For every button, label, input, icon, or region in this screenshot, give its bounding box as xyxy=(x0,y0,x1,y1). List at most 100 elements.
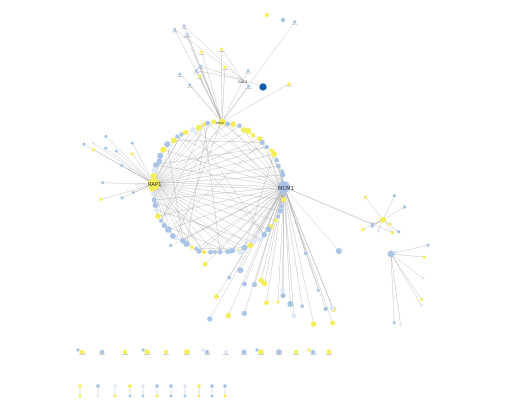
lower-node[interactable] xyxy=(228,249,233,254)
right-node[interactable] xyxy=(388,222,392,226)
component-node[interactable] xyxy=(183,384,187,388)
dark-node[interactable] xyxy=(259,83,267,91)
left-node[interactable] xyxy=(134,182,138,186)
component-node[interactable] xyxy=(128,394,132,398)
lower-node[interactable] xyxy=(276,300,280,304)
right-node[interactable] xyxy=(361,227,365,232)
upper-node[interactable] xyxy=(200,50,204,54)
ring-node[interactable] xyxy=(276,163,281,169)
component-node[interactable] xyxy=(201,348,205,352)
component-node[interactable] xyxy=(122,349,128,355)
left-node[interactable] xyxy=(99,198,103,201)
right-node[interactable] xyxy=(376,229,380,233)
ring-node[interactable] xyxy=(150,191,155,196)
ring-node[interactable] xyxy=(244,127,252,135)
left-node[interactable] xyxy=(130,141,134,145)
ring-node[interactable] xyxy=(274,157,279,163)
ring-node[interactable] xyxy=(175,134,180,139)
ring-node[interactable] xyxy=(250,133,256,138)
upper-node[interactable] xyxy=(220,47,224,51)
component-node[interactable] xyxy=(241,349,247,355)
ring-node[interactable] xyxy=(259,139,265,145)
hub-node-rap1[interactable] xyxy=(148,178,160,190)
satellite-node[interactable] xyxy=(426,243,430,247)
ring-node[interactable] xyxy=(151,167,158,174)
ring-node[interactable] xyxy=(165,226,172,233)
right-node[interactable] xyxy=(363,195,368,199)
component-node[interactable] xyxy=(223,384,227,388)
ring-node[interactable] xyxy=(280,172,286,178)
lower-node[interactable] xyxy=(280,288,285,294)
component-node[interactable] xyxy=(96,384,100,388)
ring-node[interactable] xyxy=(182,129,189,135)
lower-node[interactable] xyxy=(242,281,247,287)
ring-node[interactable] xyxy=(169,233,176,239)
component-node[interactable] xyxy=(155,394,159,398)
component-node[interactable] xyxy=(204,349,210,355)
ring-node[interactable] xyxy=(276,214,280,219)
ring-node[interactable] xyxy=(270,150,278,158)
satellite-node[interactable] xyxy=(420,303,424,307)
component-node[interactable] xyxy=(144,349,150,355)
left-node[interactable] xyxy=(104,135,108,138)
lower-node[interactable] xyxy=(264,300,269,306)
upper-node[interactable] xyxy=(246,69,250,73)
top-node[interactable] xyxy=(264,12,270,18)
ring-node[interactable] xyxy=(278,208,284,214)
ring-node[interactable] xyxy=(179,132,184,137)
right-node[interactable] xyxy=(390,231,395,235)
ring-node[interactable] xyxy=(240,127,247,133)
component-node[interactable] xyxy=(141,384,145,388)
ring-node[interactable] xyxy=(156,158,163,164)
upper-node[interactable] xyxy=(293,20,297,24)
component-node[interactable] xyxy=(78,394,82,398)
lower-node[interactable] xyxy=(329,305,335,311)
lower-node[interactable] xyxy=(251,282,258,288)
component-node[interactable] xyxy=(128,384,132,388)
component-node[interactable] xyxy=(307,348,311,352)
upper-node[interactable] xyxy=(188,83,192,87)
lower-node[interactable] xyxy=(335,248,342,254)
satellite-node[interactable] xyxy=(394,249,398,253)
right-node[interactable] xyxy=(397,230,401,234)
hub-node-top[interactable] xyxy=(218,118,226,126)
ring-node[interactable] xyxy=(237,123,242,128)
component-node[interactable] xyxy=(184,349,190,355)
component-node[interactable] xyxy=(96,394,100,398)
ring-node[interactable] xyxy=(279,204,284,208)
ring-node[interactable] xyxy=(247,242,254,249)
ring-node[interactable] xyxy=(190,127,196,133)
ring-node[interactable] xyxy=(164,141,171,148)
lower-node[interactable] xyxy=(237,249,244,256)
ring-node[interactable] xyxy=(217,249,223,255)
ring-node[interactable] xyxy=(150,172,157,179)
right-node[interactable] xyxy=(370,224,374,228)
ring-node[interactable] xyxy=(160,146,167,153)
top-node[interactable] xyxy=(280,17,286,23)
component-node[interactable] xyxy=(310,349,316,355)
component-node[interactable] xyxy=(141,394,145,398)
ring-node[interactable] xyxy=(211,119,217,125)
hub-node-right[interactable] xyxy=(380,217,386,223)
lower-node[interactable] xyxy=(237,267,244,274)
component-node[interactable] xyxy=(223,394,227,398)
left-node[interactable] xyxy=(92,148,95,152)
component-node[interactable] xyxy=(113,394,117,398)
component-node[interactable] xyxy=(223,349,229,355)
component-node[interactable] xyxy=(183,394,187,398)
ring-node[interactable] xyxy=(195,124,202,131)
ring-node[interactable] xyxy=(202,122,207,127)
upper-node[interactable] xyxy=(287,82,291,86)
ring-node[interactable] xyxy=(230,121,236,127)
ring-node[interactable] xyxy=(264,144,269,149)
upper-node[interactable] xyxy=(199,64,203,68)
left-node[interactable] xyxy=(101,181,105,185)
component-node[interactable] xyxy=(113,384,117,388)
left-node[interactable] xyxy=(130,152,134,156)
component-node[interactable] xyxy=(293,349,299,355)
upper-node[interactable] xyxy=(194,69,198,73)
component-node[interactable] xyxy=(169,384,173,388)
lower-node[interactable] xyxy=(280,293,286,299)
satellite-node[interactable] xyxy=(399,323,402,327)
